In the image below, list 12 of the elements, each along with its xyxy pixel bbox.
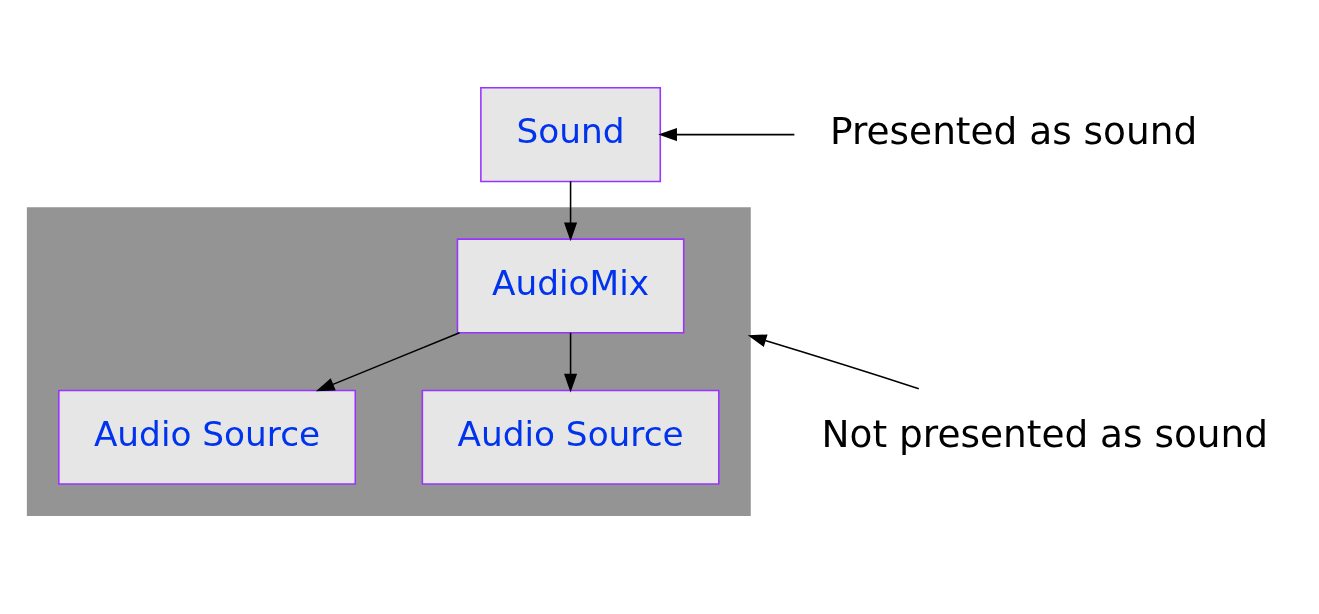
- node-box: AudioMix: [456, 238, 685, 334]
- node-box: Audio Source: [58, 389, 357, 485]
- node-box: Audio Source: [421, 389, 720, 485]
- node-text: Presented as sound: [830, 109, 1198, 154]
- arrow: [564, 332, 578, 393]
- cluster: [26, 207, 751, 517]
- arrow: [658, 128, 796, 142]
- arrow: [315, 332, 461, 392]
- node-box: Sound: [480, 87, 662, 183]
- arrow: [747, 334, 920, 390]
- arrow: [564, 180, 578, 242]
- node-text: Not presented as sound: [821, 411, 1269, 456]
